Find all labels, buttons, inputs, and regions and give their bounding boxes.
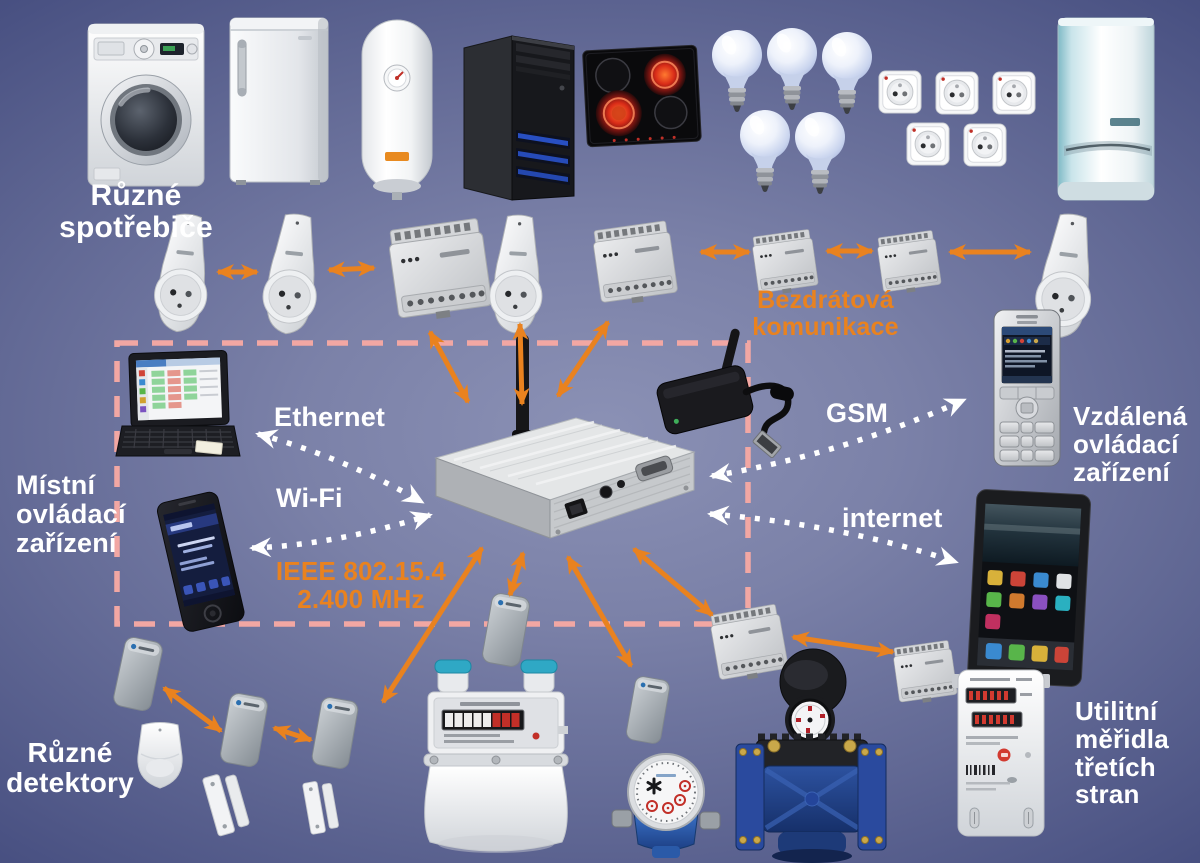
label-remote-control: Vzdálená ovládací zařízení [1073,401,1188,487]
gsm-modem-icon [656,328,794,459]
label-remote-line2: ovládací [1073,428,1179,459]
label-local-control: Místní ovládací zařízení [16,471,126,558]
label-local-line2: ovládací [16,498,126,529]
label-various-appliances-line2: spotřebiče [59,211,213,245]
desktop-pc [458,34,580,202]
cooktop-icon [582,44,702,148]
label-ieee-band: IEEE 802.15.4 2.400 MHz [262,556,460,614]
wireless-gateway [428,332,704,560]
touchscreen-smartphone [140,491,260,634]
label-meters-line1: Utilitní [1075,696,1158,726]
label-utility-meters: Utilitní měřidla třetích stran [1075,696,1169,810]
wall-sockets-icon [878,70,1036,167]
electricity-meter [950,662,1052,844]
gateway-icon [434,334,696,539]
nokia-phone [990,308,1064,468]
refrigerator [222,14,336,188]
din-rail-module-2 [588,213,682,316]
label-wireless-communication: Bezdrátová komunikace [738,287,913,341]
label-various-appliances-line1: Různé [90,179,182,212]
label-meters-line3: třetích [1075,751,1156,782]
gas-boiler [1054,14,1158,206]
water-heater-icon [361,19,433,200]
arrow-rfnode2-rfnode3 [272,725,313,743]
electricity-meter-icon [952,669,1050,837]
light-bulbs-icon [712,28,872,194]
label-wireless-line2: komunikace [752,312,899,341]
wall-sockets [876,66,1041,169]
arrow-wifi [249,511,433,558]
gsm-modem [642,328,802,476]
label-ieee-line2: 2.400 MHz [297,583,425,614]
label-various-appliances: Různé spotřebiče [36,179,236,245]
pir-motion-sensor [132,720,188,792]
arrow-gateway-rfnode5 [565,555,634,668]
label-local-line3: zařízení [16,527,117,558]
door-contact-1 [194,764,266,842]
light-bulbs [710,24,874,200]
water-meter-large-icon [735,648,887,863]
gas-boiler-icon [1057,17,1155,201]
label-detectors-line2: detektory [6,766,134,798]
washing-machine-icon [87,23,205,187]
smart-plug-2 [256,209,329,339]
electric-water-heater [354,16,440,202]
label-wireless-line1: Bezdrátová [757,286,894,314]
desktop-pc-icon [463,35,575,201]
label-wifi: Wi-Fi [276,483,343,513]
refrigerator-icon [229,17,329,185]
label-remote-line1: Vzdálená [1073,401,1188,431]
smart-plug-3 [485,211,549,338]
rf-node-3 [305,692,365,773]
label-meters-line2: měřidla [1075,723,1169,754]
water-meter-large [730,648,892,863]
rf-node-5 [620,671,676,750]
rf-node-2 [214,688,274,771]
label-local-line1: Místní [16,470,96,500]
label-ethernet: Ethernet [274,402,386,432]
label-ieee-line1: IEEE 802.15.4 [275,556,447,586]
arrow-plug2-module1 [327,260,376,278]
water-meter-small [611,748,721,860]
induction-cooktop [579,41,704,153]
label-internet: internet [842,503,943,533]
laptop-icon [115,349,241,457]
tablet-icon [967,489,1091,687]
washing-machine [86,16,206,190]
label-various-detectors: Různé detektory [4,738,136,798]
rf-node-1 [107,632,170,716]
water-meter-small-icon [611,753,721,858]
label-meters-line4: stran [1075,779,1140,810]
door-contact-2 [289,767,358,847]
pir-icon [137,722,183,789]
netbook-laptop [115,349,241,478]
tablet [962,488,1096,690]
gas-meter-icon [423,659,569,853]
label-gsm: GSM [826,398,889,428]
gas-meter [420,656,572,858]
smartphone-icon [156,491,245,632]
din-rail-module-1 [383,214,496,329]
label-detectors-line1: Různé [27,737,113,768]
nokia-phone-icon [993,309,1061,467]
label-remote-line3: zařízení [1073,456,1170,487]
